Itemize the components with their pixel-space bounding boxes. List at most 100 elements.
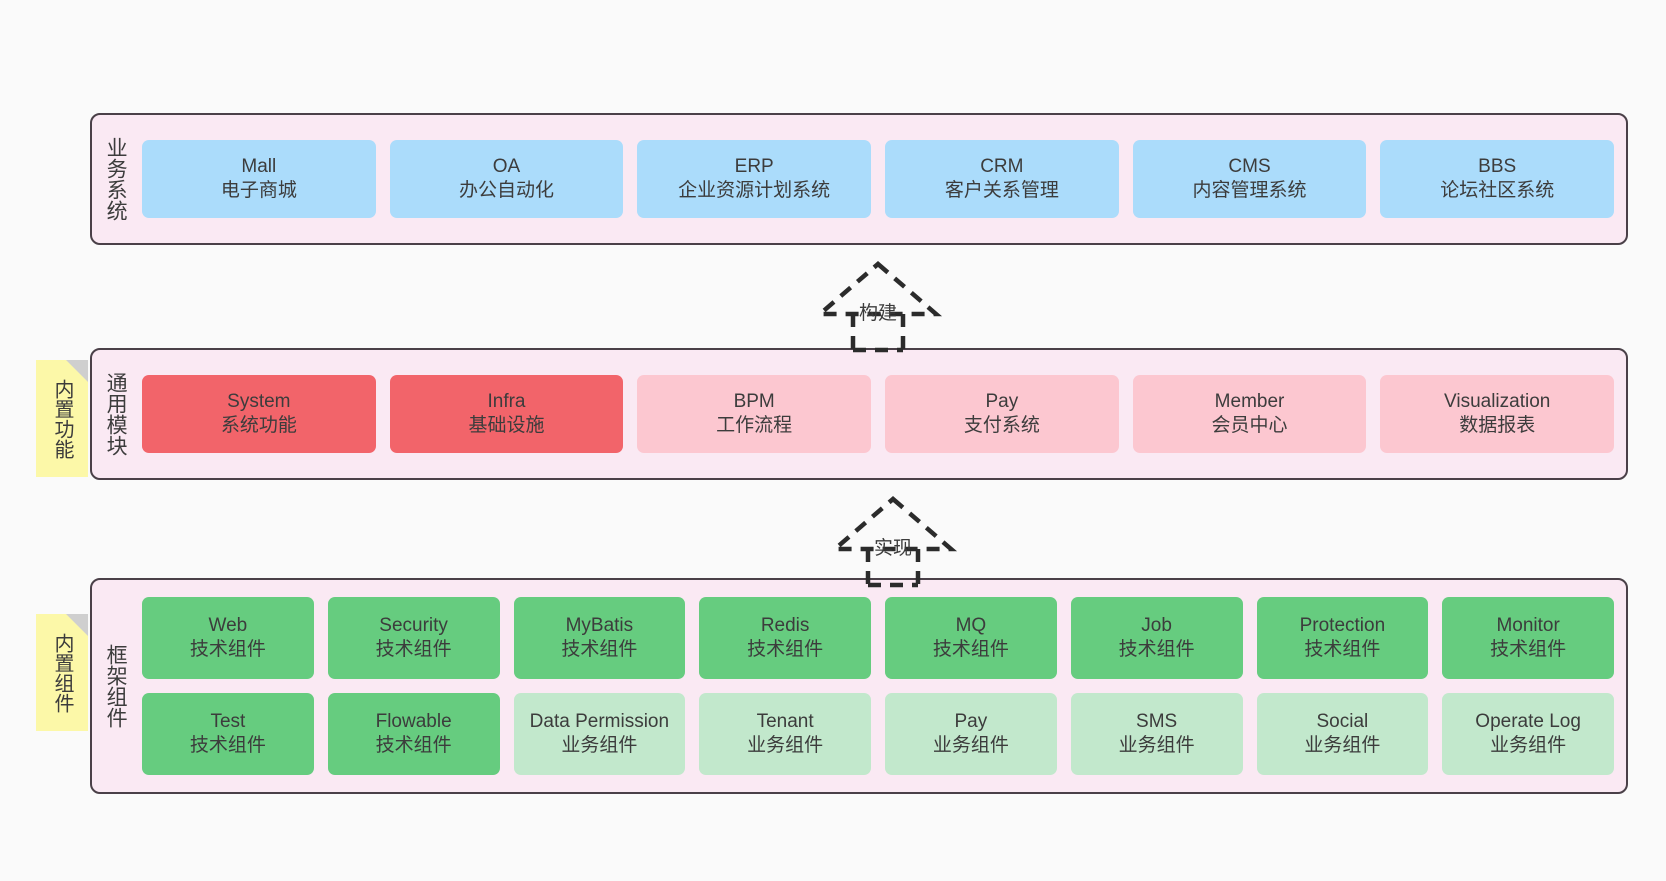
card-flowable[interactable]: Flowable 技术组件 bbox=[327, 693, 500, 775]
card-title: Mall bbox=[241, 155, 277, 177]
card-security[interactable]: Security 技术组件 bbox=[327, 597, 500, 679]
card-title: Member bbox=[1214, 390, 1285, 412]
card-title: Data Permission bbox=[529, 710, 670, 732]
card-subtitle: 技术组件 bbox=[1490, 639, 1567, 660]
card-redis[interactable]: Redis 技术组件 bbox=[699, 597, 871, 679]
card-title: BPM bbox=[733, 390, 775, 412]
connector-label: 构建 bbox=[858, 303, 898, 324]
card-title: Monitor bbox=[1496, 614, 1560, 636]
card-title: Tenant bbox=[756, 710, 814, 732]
card-pay-business[interactable]: Pay 业务组件 bbox=[885, 693, 1057, 775]
connector-build: 构建 bbox=[803, 258, 953, 353]
card-pay[interactable]: Pay 支付系统 bbox=[885, 375, 1119, 453]
card-subtitle: 技术组件 bbox=[561, 639, 638, 660]
card-subtitle: 业务组件 bbox=[932, 735, 1009, 756]
card-social[interactable]: Social 业务组件 bbox=[1256, 693, 1429, 775]
card-title: Flowable bbox=[375, 710, 452, 732]
page-fold-icon bbox=[66, 614, 88, 636]
generalization-arrow-icon bbox=[828, 496, 958, 588]
card-mall[interactable]: Mall 电子商城 bbox=[142, 140, 376, 218]
layer-framework-component: 框架组件 Web 技术组件 Security 技术组件 MyBatis 技术组件… bbox=[90, 578, 1628, 794]
card-title: Operate Log bbox=[1475, 710, 1581, 732]
card-subtitle: 业务组件 bbox=[1118, 735, 1195, 756]
card-title: Pay bbox=[954, 710, 988, 732]
layer-body-business-system: Mall 电子商城 OA 办公自动化 ERP 企业资源计划系统 CRM 客户关系… bbox=[138, 115, 1626, 243]
card-subtitle: 支付系统 bbox=[963, 415, 1040, 436]
card-title: MQ bbox=[955, 614, 987, 636]
card-infra[interactable]: Infra 基础设施 bbox=[389, 375, 624, 453]
generalization-arrow-icon bbox=[813, 261, 943, 353]
card-system[interactable]: System 系统功能 bbox=[142, 375, 376, 453]
card-title: Redis bbox=[760, 614, 810, 636]
card-subtitle: 业务组件 bbox=[747, 735, 824, 756]
card-title: CRM bbox=[980, 155, 1024, 177]
note-label: 内置组件 bbox=[51, 632, 73, 713]
card-operate-log[interactable]: Operate Log 业务组件 bbox=[1442, 693, 1614, 775]
card-title: System bbox=[227, 390, 291, 412]
card-test[interactable]: Test 技术组件 bbox=[142, 693, 314, 775]
card-subtitle: 客户关系管理 bbox=[944, 180, 1059, 201]
card-mybatis[interactable]: MyBatis 技术组件 bbox=[513, 597, 686, 679]
card-title: Infra bbox=[487, 390, 526, 412]
note-label: 内置功能 bbox=[51, 378, 73, 459]
card-subtitle: 技术组件 bbox=[1118, 639, 1195, 660]
card-bbs[interactable]: BBS 论坛社区系统 bbox=[1380, 140, 1615, 218]
card-job[interactable]: Job 技术组件 bbox=[1070, 597, 1243, 679]
card-sms[interactable]: SMS 业务组件 bbox=[1070, 693, 1243, 775]
card-title: ERP bbox=[734, 155, 774, 177]
card-row: Mall 电子商城 OA 办公自动化 ERP 企业资源计划系统 CRM 客户关系… bbox=[142, 140, 1615, 218]
card-title: Web bbox=[208, 614, 248, 636]
card-erp[interactable]: ERP 企业资源计划系统 bbox=[637, 140, 872, 218]
card-subtitle: 技术组件 bbox=[747, 639, 824, 660]
card-subtitle: 技术组件 bbox=[375, 735, 452, 756]
card-subtitle: 技术组件 bbox=[189, 735, 266, 756]
card-title: Visualization bbox=[1444, 390, 1551, 412]
card-subtitle: 业务组件 bbox=[1304, 735, 1381, 756]
layer-common-module: 通用模块 System 系统功能 Infra 基础设施 BPM 工作流程 Pay… bbox=[90, 348, 1628, 480]
card-title: MyBatis bbox=[565, 614, 634, 636]
card-title: Social bbox=[1316, 710, 1369, 732]
card-visualization[interactable]: Visualization 数据报表 bbox=[1380, 375, 1615, 453]
layer-title-framework-component: 框架组件 bbox=[104, 644, 128, 728]
card-title: Pay bbox=[985, 390, 1019, 412]
card-subtitle: 办公自动化 bbox=[459, 180, 555, 201]
card-subtitle: 技术组件 bbox=[932, 639, 1009, 660]
layer-title-common-module: 通用模块 bbox=[104, 372, 128, 456]
card-member[interactable]: Member 会员中心 bbox=[1132, 375, 1367, 453]
card-title: OA bbox=[492, 155, 521, 177]
card-subtitle: 企业资源计划系统 bbox=[678, 180, 831, 201]
card-subtitle: 会员中心 bbox=[1211, 415, 1288, 436]
card-subtitle: 基础设施 bbox=[468, 415, 545, 436]
card-subtitle: 业务组件 bbox=[561, 735, 638, 756]
card-title: Security bbox=[379, 614, 448, 636]
card-subtitle: 业务组件 bbox=[1490, 735, 1567, 756]
card-row: Web 技术组件 Security 技术组件 MyBatis 技术组件 Redi… bbox=[142, 597, 1614, 679]
card-row: Test 技术组件 Flowable 技术组件 Data Permission … bbox=[142, 693, 1614, 775]
card-monitor[interactable]: Monitor 技术组件 bbox=[1442, 597, 1614, 679]
layer-business-system: 业务系统 Mall 电子商城 OA 办公自动化 ERP 企业资源计划系统 CRM… bbox=[90, 113, 1628, 245]
connector-label: 实现 bbox=[873, 538, 913, 559]
card-subtitle: 论坛社区系统 bbox=[1440, 180, 1555, 201]
layer-body-framework-component: Web 技术组件 Security 技术组件 MyBatis 技术组件 Redi… bbox=[138, 580, 1626, 792]
card-title: SMS bbox=[1136, 710, 1178, 732]
card-cms[interactable]: CMS 内容管理系统 bbox=[1132, 140, 1367, 218]
card-bpm[interactable]: BPM 工作流程 bbox=[637, 375, 872, 453]
layer-title-business-system: 业务系统 bbox=[104, 137, 128, 221]
note-builtin-features: 内置功能 bbox=[36, 360, 88, 477]
card-subtitle: 工作流程 bbox=[716, 415, 793, 436]
card-web[interactable]: Web 技术组件 bbox=[142, 597, 314, 679]
card-data-permission[interactable]: Data Permission 业务组件 bbox=[513, 693, 686, 775]
card-title: Job bbox=[1141, 614, 1172, 636]
card-subtitle: 系统功能 bbox=[220, 415, 297, 436]
card-tenant[interactable]: Tenant 业务组件 bbox=[699, 693, 871, 775]
card-subtitle: 技术组件 bbox=[375, 639, 452, 660]
card-crm[interactable]: CRM 客户关系管理 bbox=[885, 140, 1119, 218]
page-fold-icon bbox=[66, 360, 88, 382]
connector-implement: 实现 bbox=[818, 493, 968, 588]
card-mq[interactable]: MQ 技术组件 bbox=[885, 597, 1057, 679]
card-protection[interactable]: Protection 技术组件 bbox=[1256, 597, 1429, 679]
card-title: CMS bbox=[1228, 155, 1271, 177]
note-builtin-components: 内置组件 bbox=[36, 614, 88, 731]
card-oa[interactable]: OA 办公自动化 bbox=[389, 140, 624, 218]
